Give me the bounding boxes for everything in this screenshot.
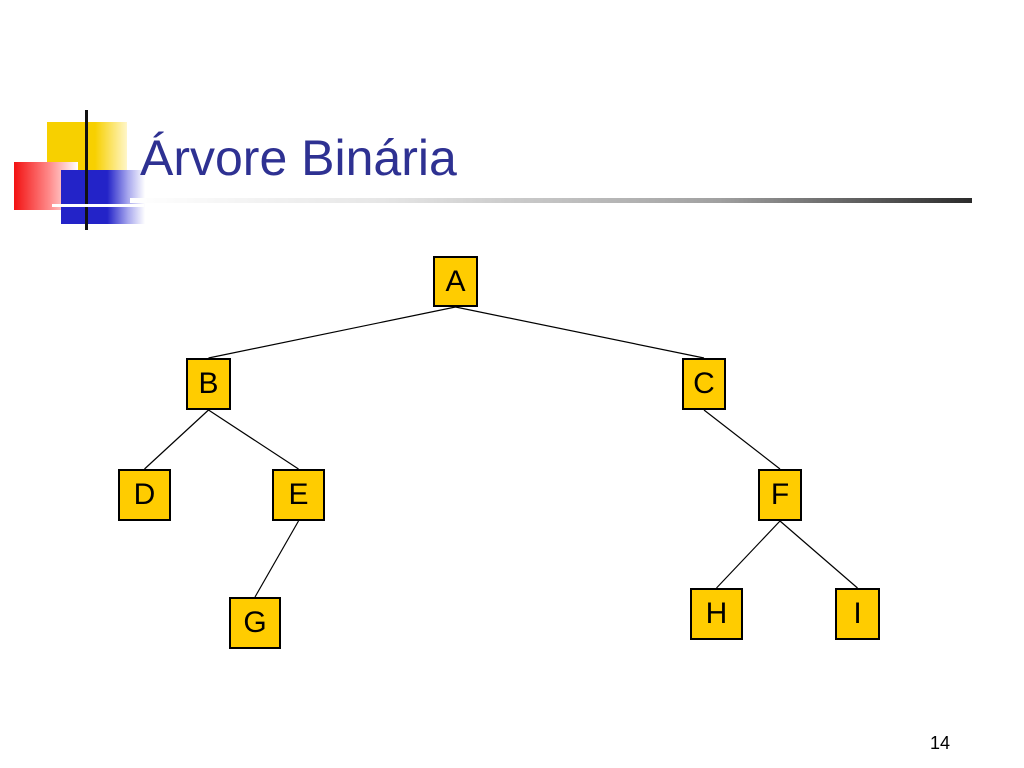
tree-node-b: B: [186, 358, 231, 410]
logo-vertical-line: [85, 110, 88, 230]
tree-node-g: G: [229, 597, 281, 649]
slide-logo-decoration: [0, 0, 160, 240]
tree-node-f: F: [758, 469, 802, 521]
edge-a-c: [455, 306, 705, 359]
edge-c-f: [703, 409, 781, 470]
tree-node-c: C: [682, 358, 726, 410]
edge-f-h: [716, 520, 781, 589]
tree-node-h: H: [690, 588, 743, 640]
edge-b-d: [144, 409, 209, 470]
logo-blue-square: [61, 170, 145, 224]
tree-node-d: D: [118, 469, 171, 521]
edge-a-b: [208, 306, 456, 359]
tree-node-a: A: [433, 256, 478, 307]
page-number: 14: [930, 733, 951, 753]
title-underline: [130, 198, 972, 203]
slide-title: Árvore Binária: [140, 130, 457, 186]
logo-horizontal-line: [52, 204, 144, 207]
edge-f-i: [779, 520, 858, 589]
edge-e-g: [254, 520, 300, 598]
tree-node-e: E: [272, 469, 325, 521]
edge-b-e: [208, 409, 299, 470]
tree-node-i: I: [835, 588, 880, 640]
